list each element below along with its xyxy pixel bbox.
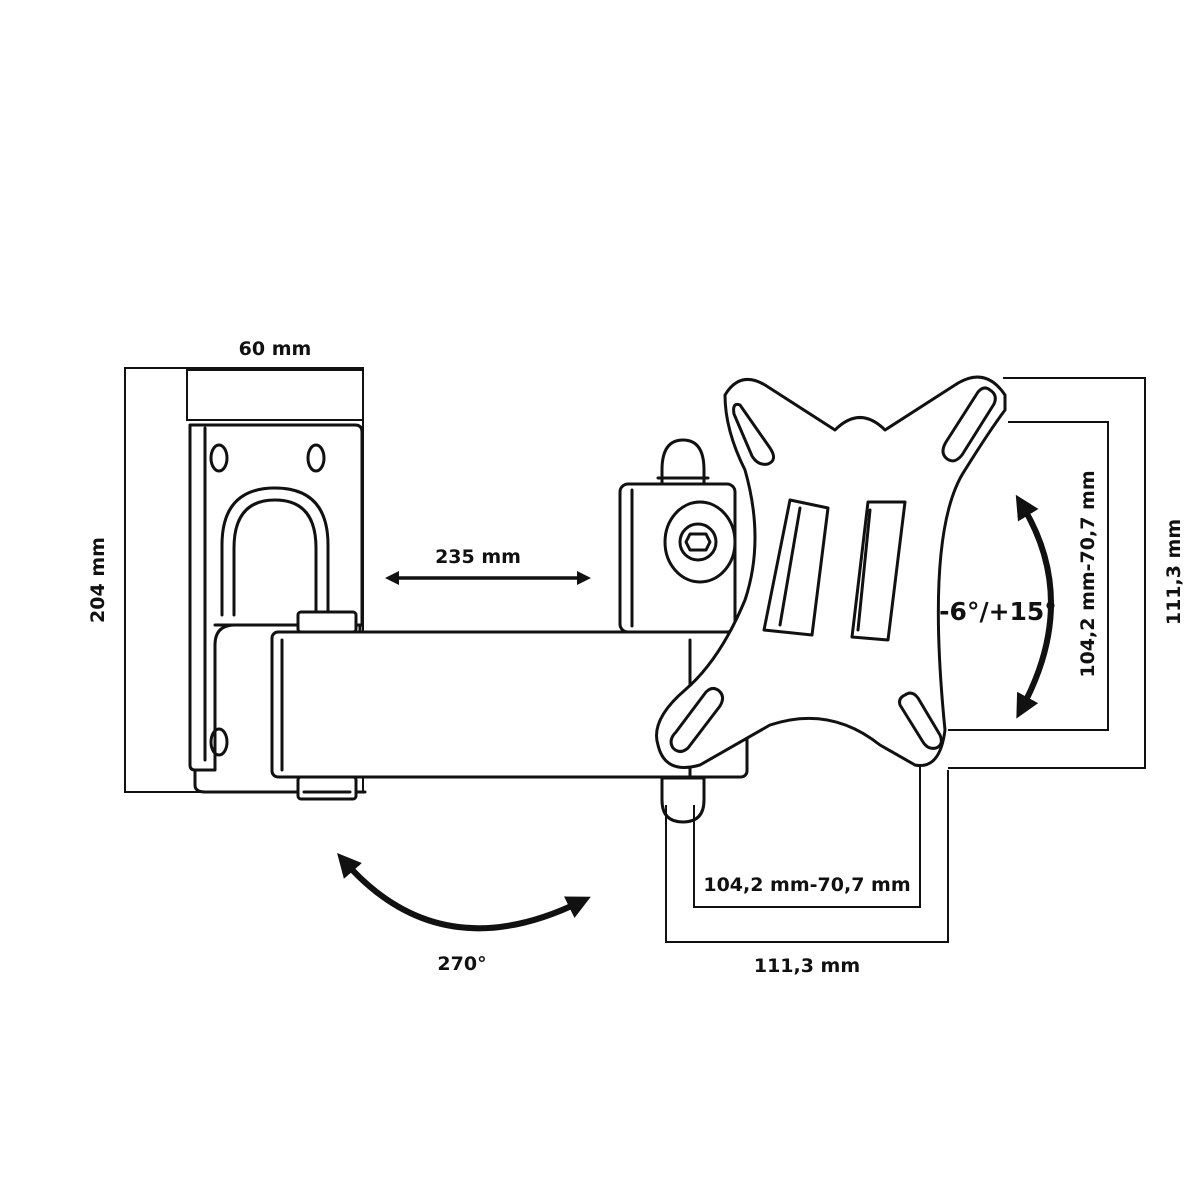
swivel-arrow [337,852,591,932]
pivot-bolt-bottom [296,775,358,801]
screw-hole [209,727,229,757]
mounting-slot [669,686,725,753]
mounting-slot [732,402,775,466]
base-height-label: 204 mm [87,537,109,623]
vesa-plate [655,375,1007,769]
vesa-horizontal-inner-frame [693,765,921,908]
vesa-horizontal-outer-frame [665,770,949,943]
vesa-vertical-inner-frame [948,421,1109,731]
vesa-vertical-outer-label: 111,3 mm [1163,519,1185,625]
swivel-angle-label: 270° [437,953,486,975]
arm-extension-label: 235 mm [435,546,521,568]
vesa-horizontal-inner-label: 104,2 mm-70,7 mm [703,874,910,896]
dimension-lines [337,377,1146,943]
wall-plate [124,367,367,794]
base-width-label: 60 mm [239,338,312,360]
center-slot [850,500,907,642]
vesa-vertical-inner-label: 104,2 mm-70,7 mm [1077,470,1099,677]
pivot-bolt-top [296,610,358,634]
screw-hole [209,443,229,473]
tilt-knob [660,438,706,486]
vesa-horizontal-outer-label: 111,3 mm [754,955,860,977]
tilt-arrow [1015,494,1054,719]
mounting-slot [941,386,997,463]
lower-knob [660,776,706,824]
swing-arm [270,610,749,801]
screw-hole [306,443,326,473]
vesa-vertical-outer-frame [948,377,1146,769]
tilt-range-label: -6°/+15° [939,597,1057,626]
center-slot [762,498,830,637]
mounting-slot [898,691,943,750]
